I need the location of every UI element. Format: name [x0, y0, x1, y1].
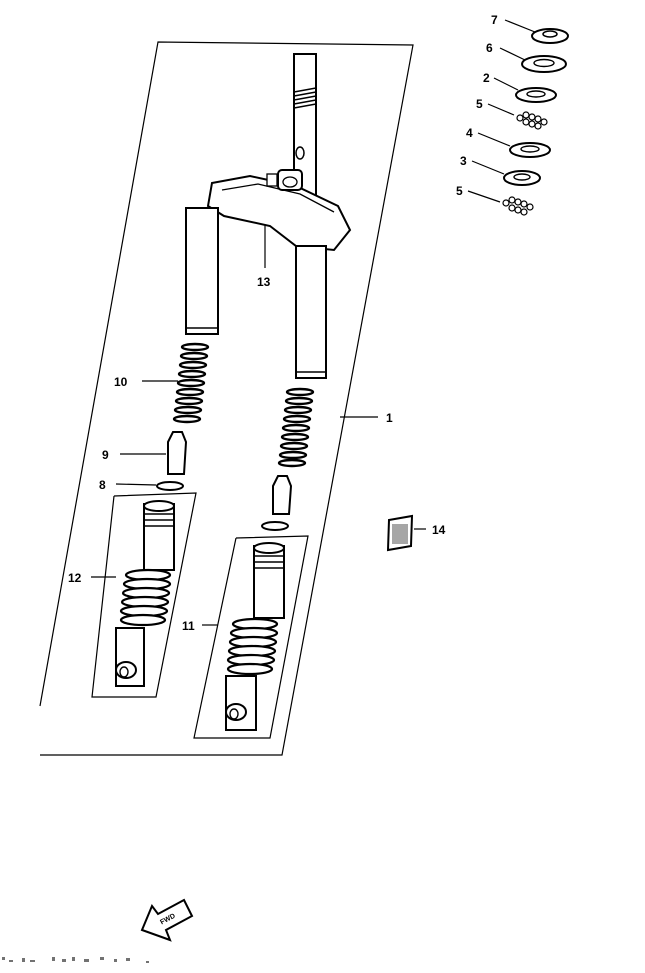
callout-1: 1 — [386, 411, 393, 425]
steering-bracket — [206, 169, 352, 252]
callout-4: 4 — [466, 126, 473, 140]
right-outer-tube-box — [193, 535, 309, 739]
right-spring-seat — [272, 475, 293, 515]
scan-artifact — [2, 957, 149, 963]
callout-10: 10 — [114, 375, 128, 389]
right-fork-spring — [277, 387, 315, 468]
callout-6: 6 — [486, 41, 493, 55]
callout-2: 2 — [483, 71, 490, 85]
left-o-ring — [156, 481, 184, 491]
callout-5-upper: 5 — [476, 97, 483, 111]
steel-balls-lower — [502, 196, 534, 216]
right-o-ring — [261, 521, 289, 531]
left-outer-tube — [115, 500, 175, 687]
left-fork-spring — [172, 342, 210, 424]
upper-race — [515, 87, 557, 103]
leader-lines — [91, 19, 536, 626]
callout-9: 9 — [102, 448, 109, 462]
steel-balls-upper — [516, 111, 548, 130]
left-spring-seat — [167, 431, 188, 475]
race-cone — [509, 142, 551, 158]
callout-3: 3 — [460, 154, 467, 168]
callout-5-lower: 5 — [456, 184, 463, 198]
steering-nut — [531, 28, 569, 44]
callout-11: 11 — [182, 619, 195, 633]
callout-13: 13 — [257, 275, 271, 289]
left-outer-tube-box — [91, 492, 197, 698]
callout-labels: 7 6 2 5 4 3 5 13 10 1 9 8 14 12 11 — [68, 13, 498, 633]
right-fork-tube — [295, 245, 327, 379]
forward-direction-arrow: FWD — [140, 898, 194, 942]
assembly-boundary — [39, 41, 414, 756]
callout-12: 12 — [68, 571, 82, 585]
left-fork-tube — [185, 207, 219, 335]
right-outer-tube — [225, 542, 285, 731]
lower-race — [503, 170, 541, 186]
steering-stem — [293, 53, 317, 205]
callout-8: 8 — [99, 478, 106, 492]
decal-part — [386, 514, 414, 552]
callout-14: 14 — [432, 523, 446, 537]
washer — [521, 55, 567, 73]
callout-7: 7 — [491, 13, 498, 27]
